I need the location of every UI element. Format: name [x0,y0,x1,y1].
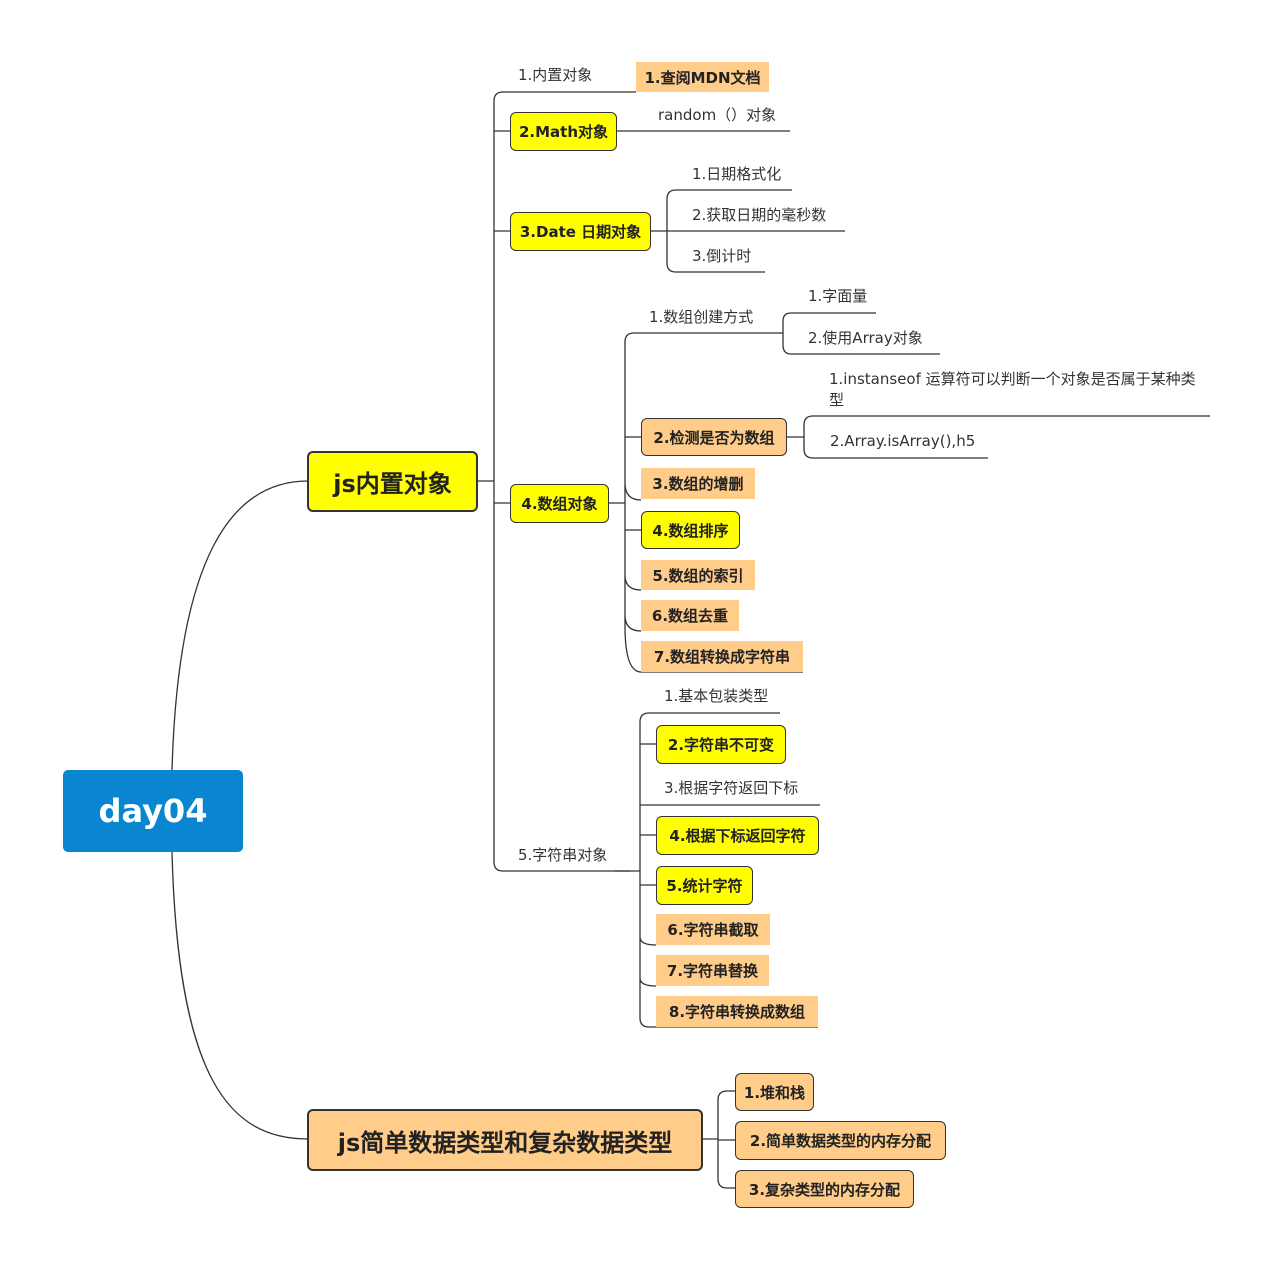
node-is-array[interactable]: 2.Array.isArray(),h5 [830,432,976,450]
node-detect-array[interactable]: 2.检测是否为数组 [641,418,787,456]
connector-root-branch2 [171,851,309,1140]
branch-builtin-objects[interactable]: js内置对象 [307,451,478,512]
node-heap-stack[interactable]: 1.堆和栈 [735,1073,814,1111]
node-index-by-char[interactable]: 3.根据字符返回下标 [664,779,799,797]
node-count-chars[interactable]: 5.统计字符 [656,866,753,905]
node-string-object[interactable]: 5.字符串对象 [518,846,608,864]
node-char-by-index[interactable]: 4.根据下标返回字符 [656,816,819,855]
node-complex-type-memory[interactable]: 3.复杂类型的内存分配 [735,1170,914,1208]
root-node[interactable]: day04 [63,770,243,852]
node-array-constructor[interactable]: 2.使用Array对象 [808,329,923,347]
node-substring[interactable]: 6.字符串截取 [656,914,770,945]
node-builtin-objects[interactable]: 1.内置对象 [518,66,593,84]
node-math-object[interactable]: 2.Math对象 [510,112,617,151]
node-array-sort[interactable]: 4.数组排序 [641,511,740,549]
node-date-milliseconds[interactable]: 2.获取日期的毫秒数 [692,206,827,224]
node-date-object[interactable]: 3.Date 日期对象 [510,212,651,251]
node-array-create[interactable]: 1.数组创建方式 [649,308,754,326]
node-literal[interactable]: 1.字面量 [808,287,868,305]
branch-data-types-label: js简单数据类型和复杂数据类型 [337,1128,673,1157]
connector-branch1-trunk [478,91,630,872]
connector-root-branch1 [171,480,309,771]
node-array-object[interactable]: 4.数组对象 [510,484,609,523]
node-string-to-array[interactable]: 8.字符串转换成数组 [656,996,818,1027]
root-label: day04 [98,792,208,830]
branch-builtin-objects-label: js内置对象 [333,470,452,498]
node-string-immutable[interactable]: 2.字符串不可变 [656,725,786,764]
node-array-to-string[interactable]: 7.数组转换成字符串 [641,641,803,672]
branch-data-types[interactable]: js简单数据类型和复杂数据类型 [307,1109,703,1171]
node-array-add-remove[interactable]: 3.数组的增删 [641,468,755,499]
node-instanceof[interactable]: 1.instanseof 运算符可以判断一个对象是否属于某种类型 [829,370,1196,409]
node-random[interactable]: random（）对象 [658,106,777,124]
node-array-dedupe[interactable]: 6.数组去重 [641,600,739,631]
node-array-index[interactable]: 5.数组的索引 [641,560,755,590]
node-mdn-docs[interactable]: 1.查阅MDN文档 [636,62,769,92]
node-countdown[interactable]: 3.倒计时 [692,247,752,265]
node-string-replace[interactable]: 7.字符串替换 [656,955,769,986]
node-wrapper-types[interactable]: 1.基本包装类型 [664,687,769,705]
node-date-format[interactable]: 1.日期格式化 [692,165,782,183]
node-simple-type-memory[interactable]: 2.简单数据类型的内存分配 [735,1121,946,1160]
